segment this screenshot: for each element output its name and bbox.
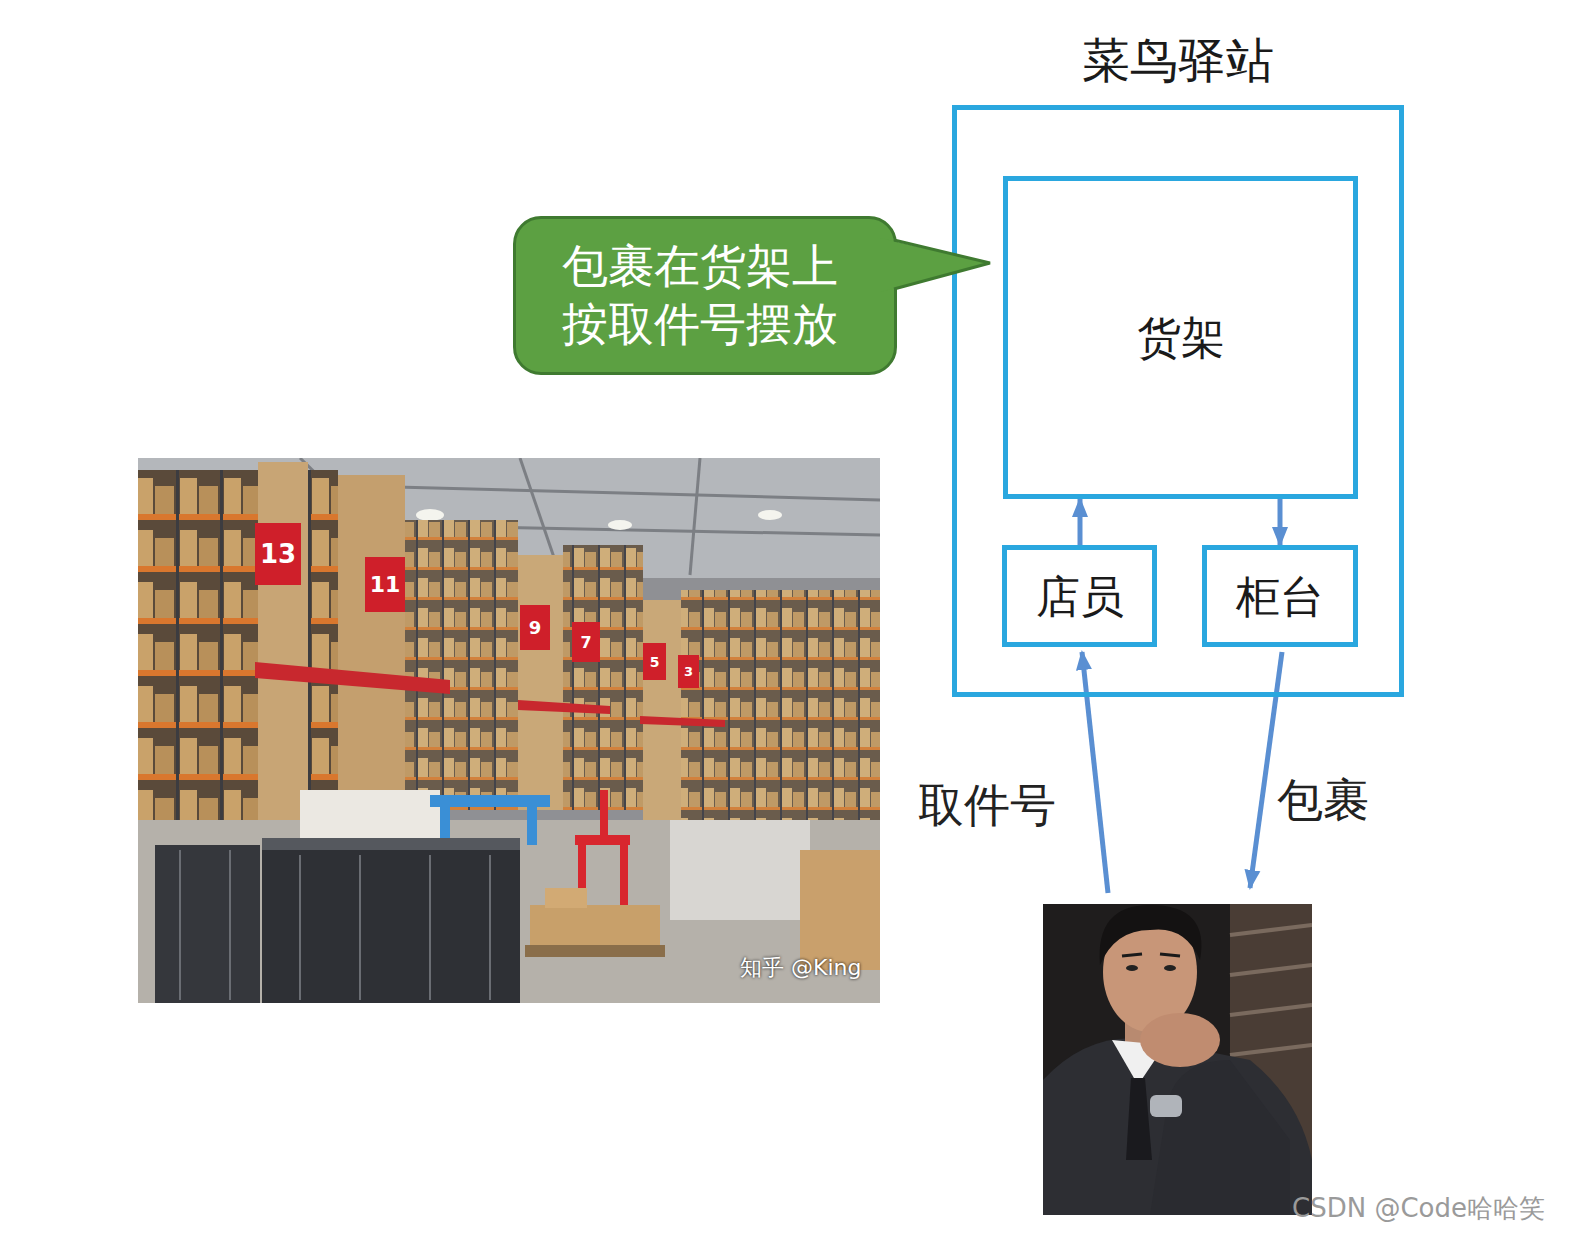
clerk-box: 店员 (1002, 545, 1157, 647)
callout-text: 包裹在货架上按取件号摆放 (562, 238, 847, 353)
rack-number: 9 (520, 605, 550, 650)
counter-box: 柜台 (1202, 545, 1358, 647)
rack-number: 5 (643, 643, 666, 680)
box-label: 店员 (1036, 569, 1124, 624)
box-heading: 菜鸟驿站 (917, 30, 1439, 90)
box-label: 货架 (1137, 310, 1225, 365)
csdn-watermark: CSDN @Code哈哈笑 (1292, 1193, 1545, 1224)
person-photo (1043, 904, 1312, 1215)
photo-watermark: 知乎 @King (740, 955, 861, 981)
rack-number: 3 (678, 655, 699, 688)
rack-number: 11 (365, 557, 405, 612)
flow-arrow (1278, 499, 1283, 545)
box-label: 柜台 (1236, 569, 1324, 624)
rack-number: 7 (572, 622, 600, 662)
warehouse-photo (138, 458, 880, 1003)
flow-arrows (1082, 652, 1282, 893)
callout-bubble: 包裹在货架上按取件号摆放 (513, 216, 897, 375)
arrow-label: 取件号 (918, 778, 1056, 833)
arrow-label: 包裹 (1277, 773, 1369, 828)
flow-arrow (1078, 499, 1083, 545)
shelf-box: 货架 (1003, 176, 1358, 499)
station-box: 货架店员柜台菜鸟驿站 (952, 105, 1404, 697)
rack-number: 13 (255, 523, 301, 585)
